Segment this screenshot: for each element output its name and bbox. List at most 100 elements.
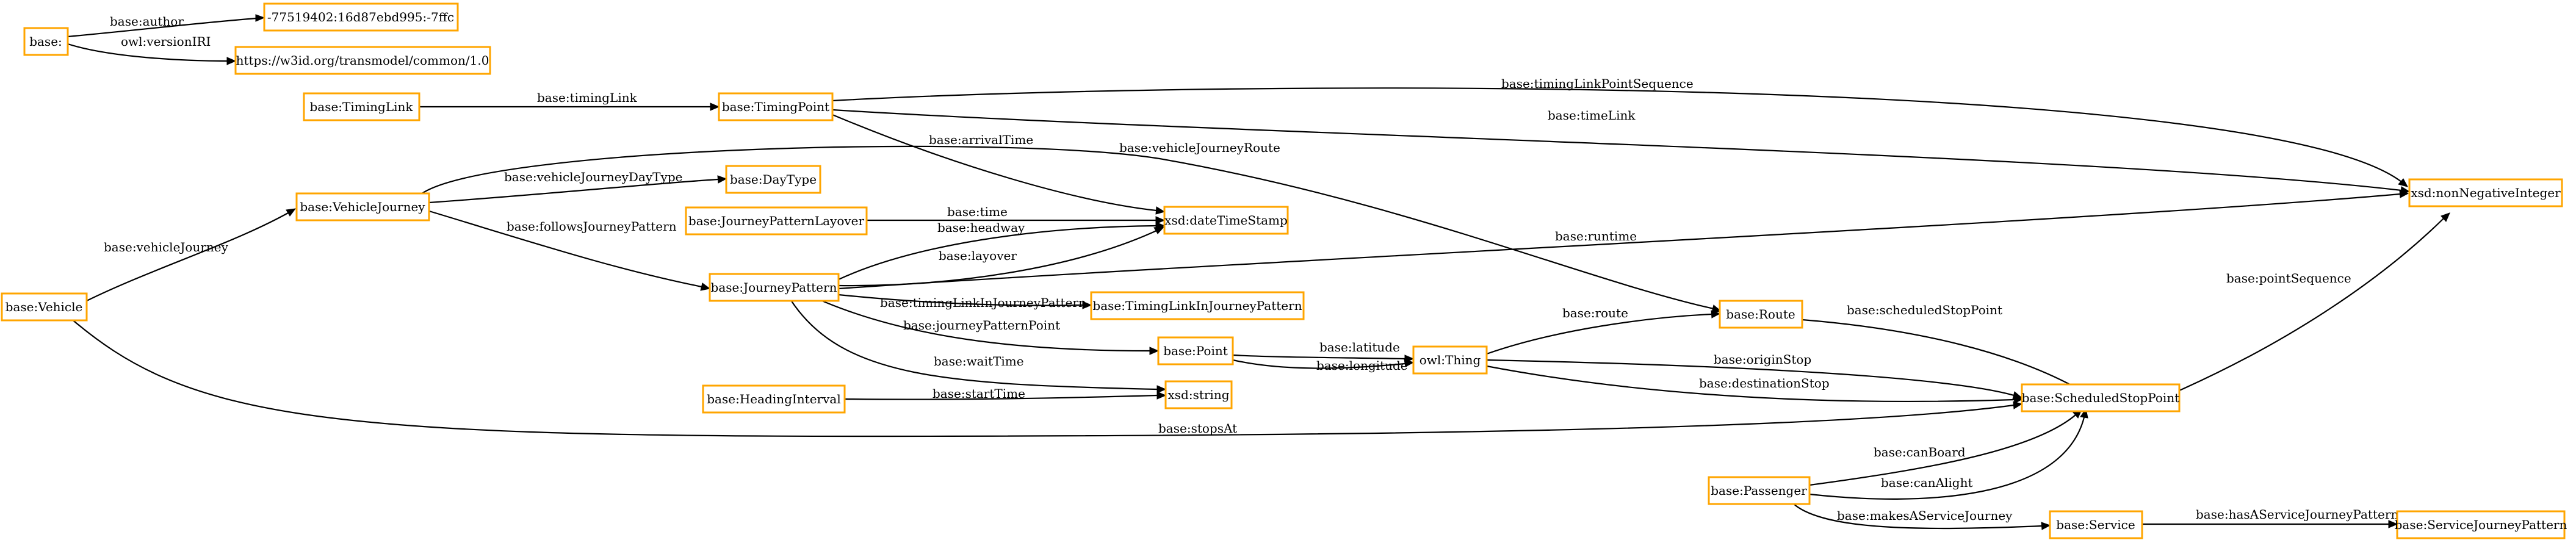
edge-route: base:route — [1486, 306, 1721, 355]
node-label-version-iri: https://w3id.org/transmodel/common/1.0 — [236, 53, 489, 68]
node-label-day-type: base:DayType — [730, 172, 817, 187]
edge-timing-link: base:timingLink — [419, 90, 720, 111]
edge-runtime: base:runtime — [838, 190, 2409, 290]
node-version-iri[interactable]: https://w3id.org/transmodel/common/1.0 — [234, 46, 491, 75]
node-label-passenger: base:Passenger — [1711, 483, 1807, 498]
node-label-scheduled-stop-point: base:ScheduledStopPoint — [2022, 391, 2180, 405]
edge-label-author: base:author — [110, 14, 184, 29]
node-non-negative-integer[interactable]: xsd:nonNegativeInteger — [2408, 178, 2563, 207]
edge-label-headway: base:headway — [937, 220, 1025, 235]
edge-label-origin-stop: base:originStop — [1714, 352, 1811, 367]
edge-label-layover: base:layover — [939, 248, 1017, 263]
edge-label-latitude: base:latitude — [1319, 340, 1400, 355]
node-scheduled-stop-point[interactable]: base:ScheduledStopPoint — [2021, 383, 2181, 412]
node-label-timing-point: base:TimingPoint — [722, 99, 829, 114]
node-author-value[interactable]: -77519402:16d87ebd995:-7ffc — [263, 2, 459, 32]
edge-origin-stop: base:originStop — [1486, 352, 2023, 400]
node-point[interactable]: base:Point — [1157, 336, 1234, 365]
edge-can-alight: base:canAlight — [1809, 408, 2088, 500]
edge-start-time: base:startTime — [844, 386, 1167, 401]
edge-headway: base:headway — [838, 220, 1166, 280]
edge-label-time: base:time — [947, 204, 1008, 219]
edge-label-vehicle-journey: base:vehicleJourney — [104, 240, 229, 254]
edge-scheduled-stop-point: base:scheduledStopPoint — [1802, 303, 2084, 392]
node-base-root[interactable]: base: — [23, 27, 69, 56]
node-timing-point[interactable]: base:TimingPoint — [718, 92, 834, 121]
edges: base:author owl:versionIRI base:timingLi… — [67, 14, 2450, 530]
node-service[interactable]: base:Service — [2049, 510, 2143, 539]
edge-layover: base:layover — [838, 226, 1165, 287]
edge-label-follows-journey-pattern: base:followsJourneyPattern — [507, 219, 677, 234]
edge-label-makes-a-service-journey: base:makesAServiceJourney — [1837, 508, 2013, 523]
edge-label-has-a-service-journey-pattern: base:hasAServiceJourneyPattern — [2196, 507, 2398, 522]
edge-timing-link-in-journey-pattern: base:timingLinkInJourneyPattern — [838, 293, 1092, 310]
edge-label-timing-link-in-journey-pattern: base:timingLinkInJourneyPattern — [880, 295, 1086, 310]
node-label-author-value: -77519402:16d87ebd995:-7ffc — [267, 10, 454, 24]
edge-label-scheduled-stop-point: base:scheduledStopPoint — [1847, 303, 2002, 317]
node-label-point: base:Point — [1163, 344, 1228, 358]
edge-label-vehicle-journey-day-type: base:vehicleJourneyDayType — [504, 170, 682, 184]
node-label-timing-link: base:TimingLink — [309, 99, 413, 114]
node-label-timing-link-in-journey-pattern: base:TimingLinkInJourneyPattern — [1092, 298, 1302, 313]
edge-label-route: base:route — [1562, 306, 1628, 320]
node-label-vehicle-journey: base:VehicleJourney — [300, 200, 425, 214]
node-timing-link[interactable]: base:TimingLink — [303, 92, 420, 121]
node-label-xsd-string: xsd:string — [1167, 387, 1229, 402]
edge-label-time-link: base:timeLink — [1548, 108, 1636, 123]
node-day-type[interactable]: base:DayType — [725, 165, 821, 194]
edge-stops-at: base:stopsAt — [70, 317, 2023, 437]
node-label-owl-thing: owl:Thing — [1420, 353, 1481, 367]
node-xsd-string[interactable]: xsd:string — [1164, 380, 1233, 409]
edge-author: base:author — [67, 14, 265, 38]
edge-timing-link-point-sequence: base:timingLinkPointSequence — [832, 76, 2408, 187]
edge-label-version-iri: owl:versionIRI — [121, 34, 211, 49]
edge-can-board: base:canBoard — [1809, 409, 2082, 486]
edge-label-timing-link-point-sequence: base:timingLinkPointSequence — [1501, 76, 1694, 91]
node-label-service: base:Service — [2056, 517, 2135, 532]
node-label-journey-pattern: base:JourneyPattern — [711, 280, 837, 295]
edge-label-runtime: base:runtime — [1555, 229, 1637, 243]
edge-label-wait-time: base:waitTime — [934, 354, 1024, 369]
edge-wait-time: base:waitTime — [790, 300, 1167, 394]
edge-has-a-service-journey-pattern: base:hasAServiceJourneyPattern — [2142, 507, 2398, 528]
edge-label-stops-at: base:stopsAt — [1158, 421, 1237, 436]
edge-label-can-board: base:canBoard — [1874, 445, 1966, 459]
edge-label-destination-stop: base:destinationStop — [1699, 376, 1830, 391]
node-date-time-stamp[interactable]: xsd:dateTimeStamp — [1163, 206, 1289, 235]
node-passenger[interactable]: base:Passenger — [1708, 476, 1811, 505]
node-journey-pattern-layover[interactable]: base:JourneyPatternLayover — [685, 206, 868, 236]
node-route[interactable]: base:Route — [1719, 300, 1803, 329]
edge-journey-pattern-point: base:journeyPatternPoint — [817, 298, 1160, 355]
node-label-non-negative-integer: xsd:nonNegativeInteger — [2411, 185, 2561, 200]
edge-version-iri: owl:versionIRI — [67, 34, 237, 65]
node-label-vehicle: base:Vehicle — [5, 300, 83, 314]
edge-time-link: base:timeLink — [832, 108, 2411, 195]
node-label-route: base:Route — [1726, 307, 1795, 322]
node-label-journey-pattern-layover: base:JourneyPatternLayover — [688, 214, 865, 228]
edge-time: base:time — [867, 204, 1166, 225]
edge-vehicle-journey: base:vehicleJourney — [86, 208, 297, 301]
node-vehicle-journey[interactable]: base:VehicleJourney — [295, 192, 430, 221]
edge-destination-stop: base:destinationStop — [1486, 365, 2024, 404]
node-heading-interval[interactable]: base:HeadingInterval — [702, 384, 846, 414]
edge-label-start-time: base:startTime — [933, 386, 1025, 401]
edge-makes-a-service-journey: base:makesAServiceJourney — [1791, 501, 2051, 530]
node-owl-thing[interactable]: owl:Thing — [1412, 345, 1488, 375]
node-journey-pattern[interactable]: base:JourneyPattern — [709, 273, 840, 302]
edge-follows-journey-pattern: base:followsJourneyPattern — [427, 209, 711, 291]
node-timing-link-in-journey-pattern[interactable]: base:TimingLinkInJourneyPattern — [1090, 291, 1305, 320]
edge-label-can-alight: base:canAlight — [1881, 475, 1973, 490]
node-vehicle[interactable]: base:Vehicle — [1, 292, 88, 322]
edge-label-vehicle-journey-route: base:vehicleJourneyRoute — [1119, 140, 1280, 155]
edge-label-journey-pattern-point: base:journeyPatternPoint — [903, 318, 1060, 333]
node-label-heading-interval: base:HeadingInterval — [707, 392, 840, 406]
edge-label-longitude: base:longitude — [1316, 358, 1408, 373]
node-label-base-root: base: — [29, 34, 62, 49]
edge-point-sequence: base:pointSequence — [2179, 212, 2450, 392]
edge-vehicle-journey-day-type: base:vehicleJourneyDayType — [428, 170, 727, 204]
edge-label-point-sequence: base:pointSequence — [2226, 271, 2351, 286]
node-label-service-journey-pattern: base:ServiceJourneyPattern — [2395, 517, 2567, 532]
node-service-journey-pattern[interactable]: base:ServiceJourneyPattern — [2395, 510, 2567, 539]
